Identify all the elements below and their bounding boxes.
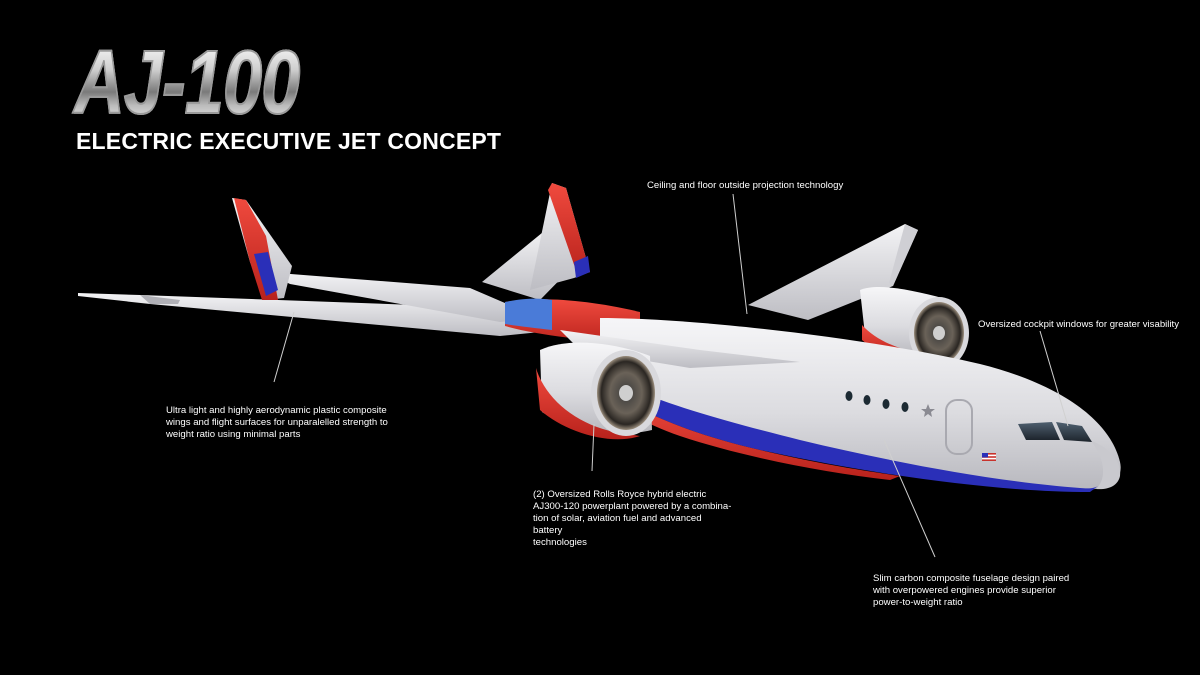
leader-line-fuselage xyxy=(883,439,936,558)
tail-left xyxy=(232,198,540,322)
callout-ceiling: Ceiling and floor outside projection tec… xyxy=(647,180,844,191)
us-flag-icon xyxy=(982,453,996,461)
callout-wings: Ultra light and highly aerodynamic plast… xyxy=(166,405,388,440)
near-wing-root xyxy=(560,330,800,368)
page-title: AJ-100 xyxy=(73,33,301,133)
star-emblem-icon xyxy=(921,404,935,417)
leader-lines xyxy=(273,193,1069,558)
leader-line-engines xyxy=(591,423,595,472)
leader-line-ceiling xyxy=(732,193,748,315)
tail-right xyxy=(482,183,590,300)
callout-engines: (2) Oversized Rolls Royce hybrid electri… xyxy=(533,489,732,548)
left-wing xyxy=(78,293,560,336)
callout-fuselage: Slim carbon composite fuselage design pa… xyxy=(873,573,1070,608)
far-engine xyxy=(860,287,969,369)
fuselage xyxy=(600,318,1121,492)
near-engine xyxy=(536,342,661,440)
page-subtitle: ELECTRIC EXECUTIVE JET CONCEPT xyxy=(76,128,502,154)
leader-line-cockpit xyxy=(1039,330,1069,427)
leader-line-wings xyxy=(273,311,295,383)
callout-cockpit: Oversized cockpit windows for greater vi… xyxy=(978,319,1180,330)
far-wing xyxy=(748,224,918,320)
